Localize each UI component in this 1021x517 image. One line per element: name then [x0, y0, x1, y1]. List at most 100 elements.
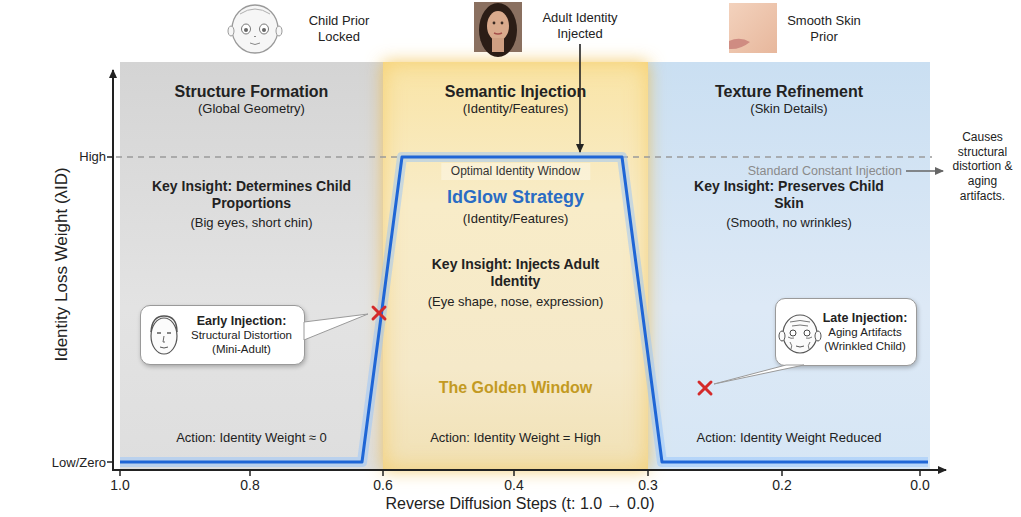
band-heading: Key Insight: Preserves Child Skin: [689, 178, 889, 212]
eye: [501, 22, 504, 25]
mouth: [160, 347, 168, 348]
tick-label: 0.0: [900, 477, 940, 494]
ear: [779, 331, 785, 341]
annotation-label: Adult Identity Injected: [538, 10, 622, 42]
lips: [494, 33, 502, 34]
tick: [249, 470, 251, 476]
tick: [647, 470, 649, 476]
phase-band: Structure Formation(Global Geometry) Key …: [120, 62, 383, 470]
band-text: (Skin Details): [656, 101, 922, 117]
skin-crop-icon: [729, 3, 777, 53]
annotation-label: High: [70, 149, 106, 165]
eye: [157, 332, 161, 333]
pupil: [244, 28, 248, 32]
tick-label: 0.6: [363, 477, 403, 494]
band-heading: Key Insight: Injects Adult Identity: [428, 256, 603, 290]
band-text: Action: Identity Weight Reduced: [656, 430, 922, 446]
curve-glow: [120, 157, 928, 462]
tick-label: 0.4: [494, 477, 534, 494]
tick-label: 0.3: [628, 477, 668, 494]
fail-mark: [373, 307, 711, 394]
face: [487, 11, 509, 41]
band-heading: The Golden Window: [391, 378, 640, 398]
mini-adult-face-icon: [151, 316, 177, 354]
band-text: (Global Geometry): [128, 101, 375, 117]
injection-arrow: [579, 44, 581, 152]
band-text: Action: Identity Weight = High: [391, 430, 640, 446]
annotation-label: Smooth Skin Prior: [782, 13, 866, 45]
cross-stroke: [373, 307, 385, 319]
eye: [493, 22, 496, 25]
cross-stroke: [373, 307, 385, 319]
callout-title: Late Injection:: [818, 311, 912, 326]
lips: [729, 39, 750, 49]
band-text: (Big eyes, short chin): [128, 215, 375, 231]
band-text: (Identity/Features): [391, 211, 640, 227]
tick: [919, 470, 921, 476]
cross-stroke: [699, 382, 711, 394]
callout-text: Aging Artifacts (Wrinkled Child): [818, 326, 912, 354]
pointer-arrow: [906, 170, 943, 172]
tick: [107, 461, 113, 463]
eye: [167, 332, 171, 333]
wrinkle: [790, 321, 810, 327]
tick-label: 0.2: [762, 477, 802, 494]
band-heading: Texture Refinement: [656, 82, 922, 102]
band-text: Action: Identity Weight ≈ 0: [128, 430, 375, 446]
hair-line: [240, 9, 270, 14]
eye: [242, 24, 251, 34]
callout-tail: [304, 314, 368, 340]
dashed-reference-line: [116, 156, 932, 158]
tick: [513, 470, 515, 476]
head-outline: [783, 315, 817, 353]
hair-line: [151, 316, 177, 332]
cross-stroke: [699, 382, 711, 394]
callout-text: Structural Distortion (Mini-Adult): [183, 329, 300, 357]
adult-photo-icon: [474, 2, 522, 57]
band-text: Optimal Identity Window: [441, 163, 590, 180]
eye: [804, 330, 810, 336]
nose: [254, 36, 256, 37]
pupil: [262, 28, 266, 32]
hair: [479, 3, 517, 57]
mouth: [796, 346, 804, 347]
band-text: (Eye shape, nose, expression): [391, 294, 640, 310]
tick: [781, 470, 783, 476]
head-outline: [151, 318, 177, 354]
band-heading: Semantic Injection: [391, 82, 640, 102]
callout-title: Early Injection:: [183, 314, 300, 329]
tick-label: 1.0: [100, 477, 140, 494]
axis-title: Reverse Diffusion Steps (t: 1.0 → 0.0): [300, 494, 740, 514]
band-heading: Structure Formation: [128, 82, 375, 102]
axis-title: Identity Loss Weight (λID): [52, 94, 73, 434]
ear: [815, 331, 821, 341]
tick-label: 0.8: [230, 477, 270, 494]
wrinkled-child-face-icon: [779, 315, 821, 353]
mouth: [250, 43, 260, 45]
wrinkle: [788, 337, 812, 338]
weight-curve: [120, 157, 928, 462]
band-text: (Smooth, no wrinkles): [656, 215, 922, 231]
phase-band: Texture Refinement(Skin Details) Key Insi…: [648, 62, 930, 470]
tick: [119, 470, 121, 476]
neck: [492, 38, 504, 52]
child-sketch-icon: [228, 5, 282, 53]
tick: [382, 470, 384, 476]
band-text: (Identity/Features): [391, 101, 640, 117]
photo-frame: [474, 2, 522, 52]
band-heading: IdGlow Strategy: [391, 187, 640, 209]
callout-bubble: Early Injection:Structural Distortion (M…: [140, 305, 305, 365]
annotation-label: Low/Zero: [44, 455, 106, 471]
nose: [163, 336, 165, 342]
annotation-label: Causes structural distortion & aging art…: [944, 130, 1021, 203]
axis-ticks: [107, 157, 920, 476]
callout-bubble: Late Injection:Aging Artifacts (Wrinkled…: [775, 298, 917, 366]
wrinkle: [790, 342, 810, 349]
ear: [276, 26, 282, 36]
band-heading: Key Insight: Determines Child Proportion…: [152, 178, 352, 212]
x-axis: [112, 469, 946, 471]
phase-band: Semantic Injection(Identity/Features)Opt…: [383, 62, 648, 470]
ear: [228, 26, 234, 36]
